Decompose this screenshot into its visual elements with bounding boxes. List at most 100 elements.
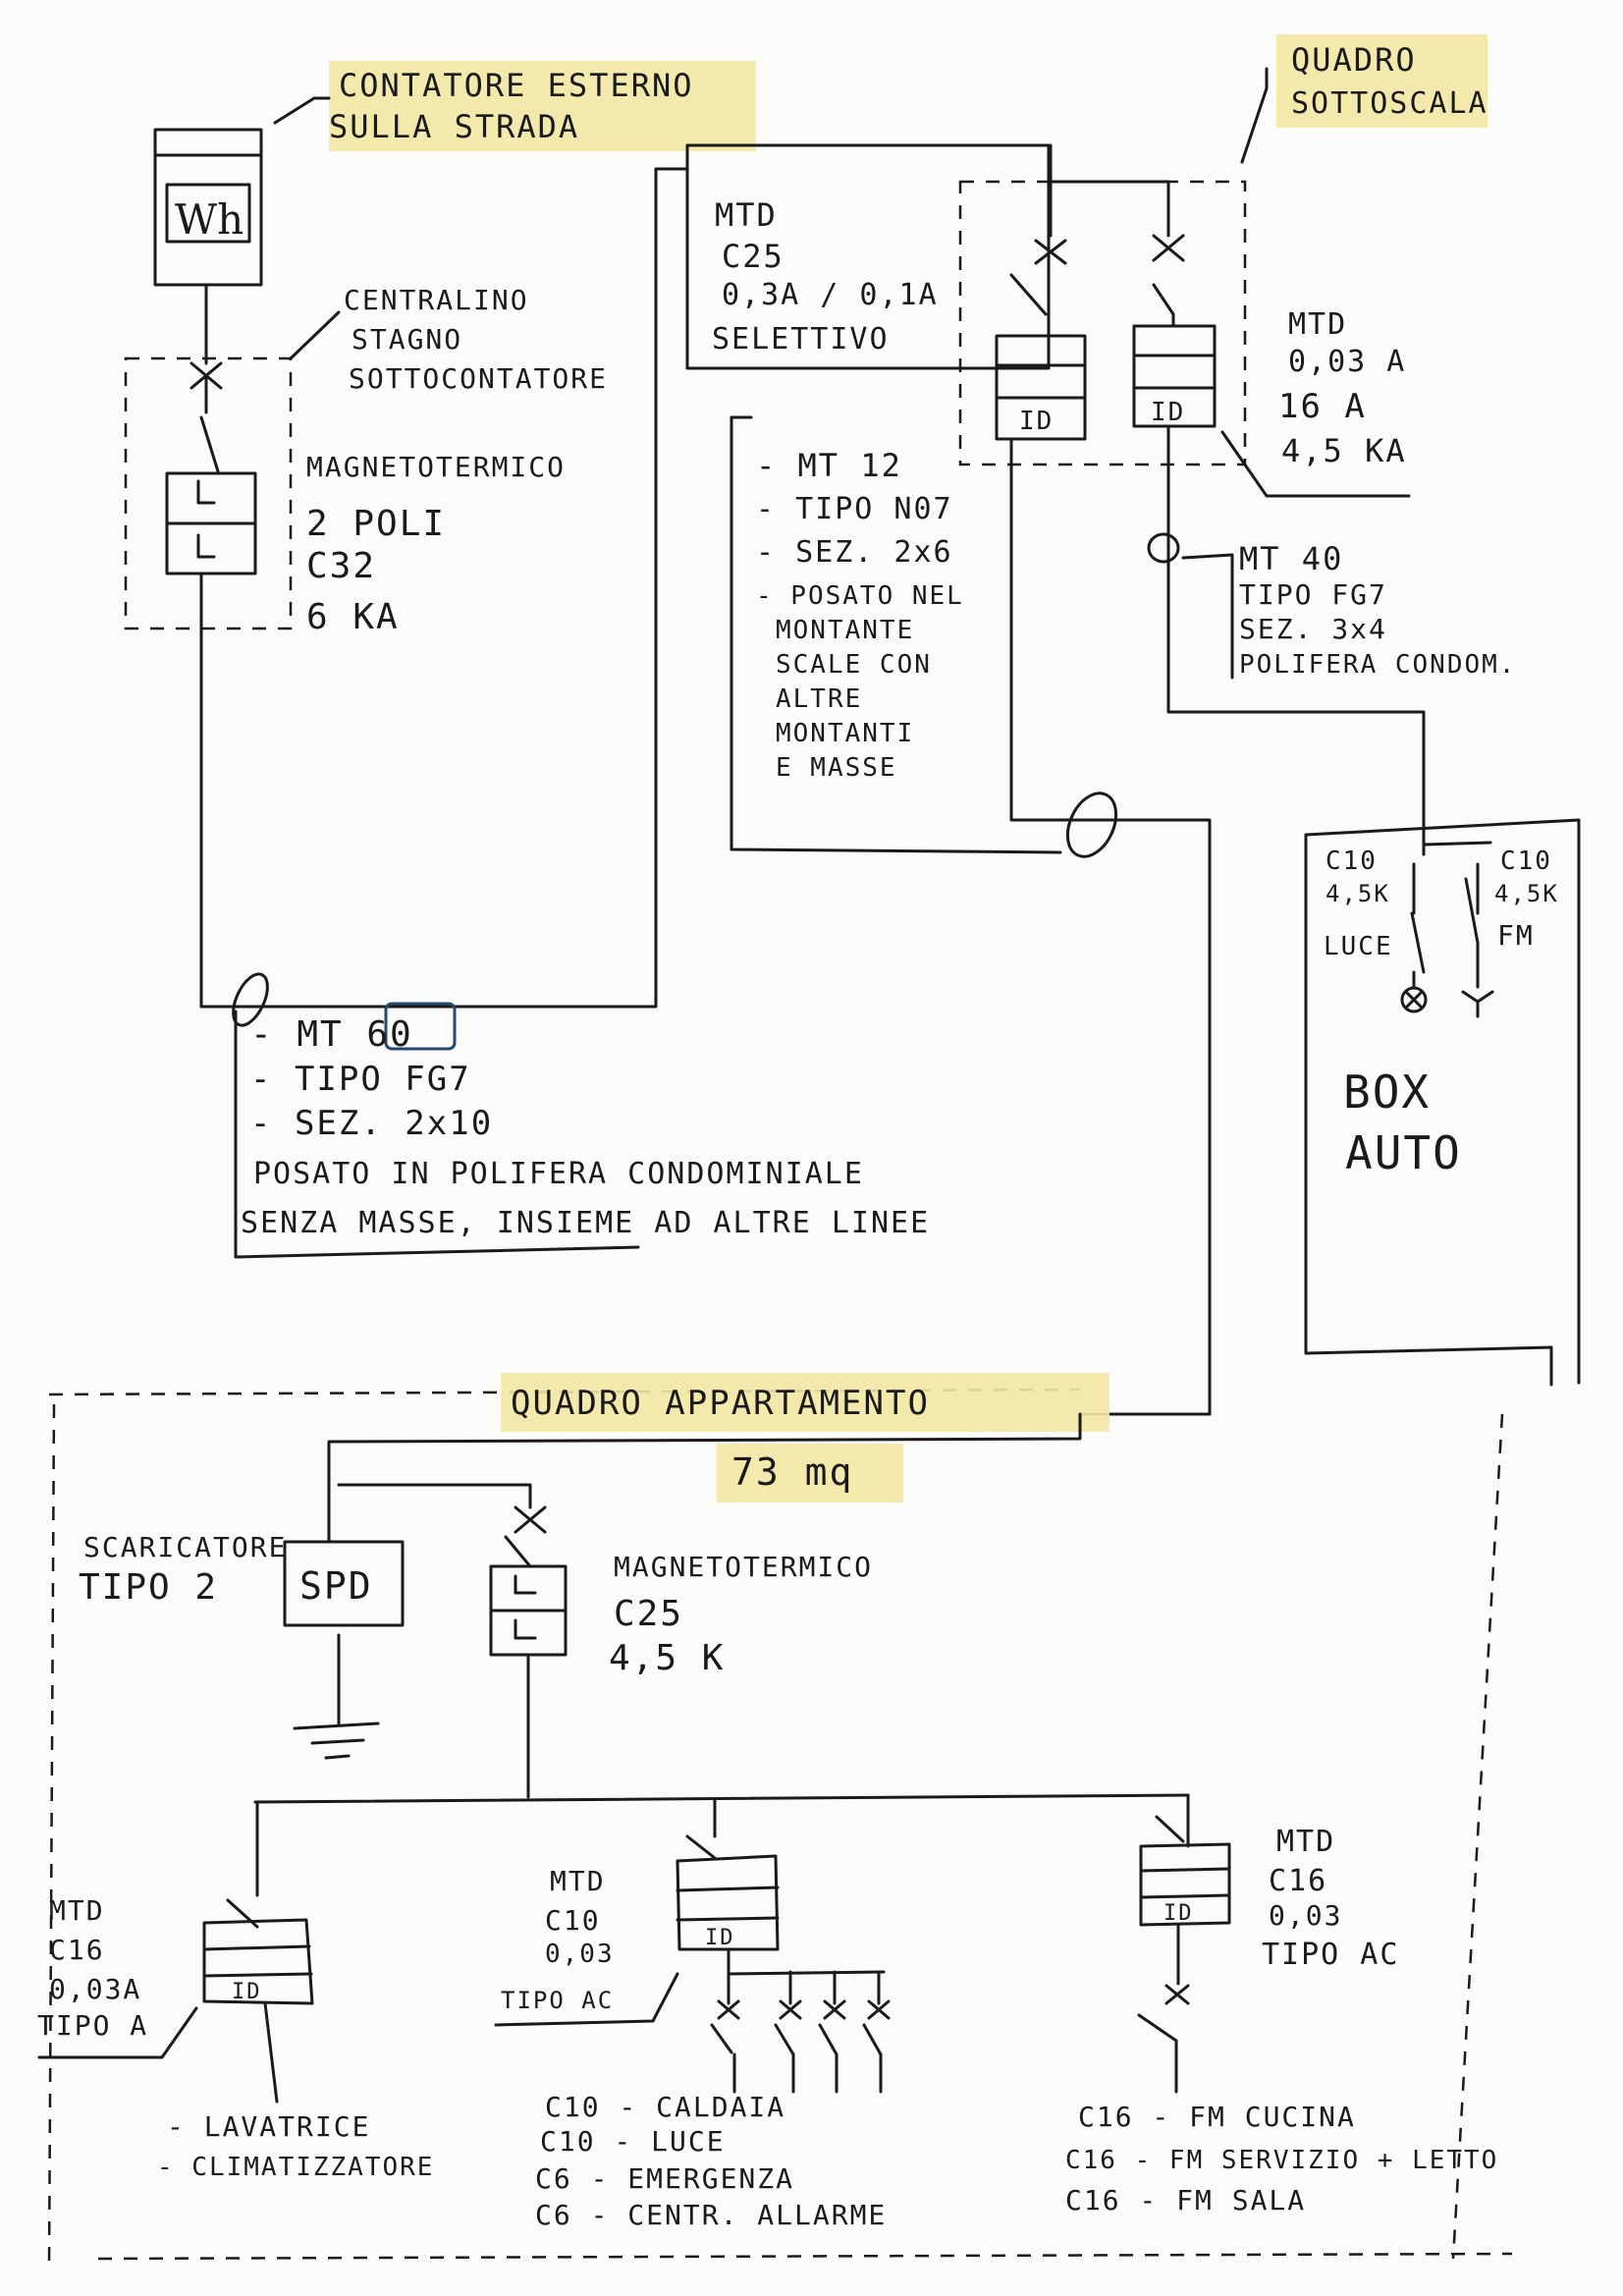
- breaker-label-1: MAGNETOTERMICO: [306, 451, 566, 483]
- branch3-rcd-label-3: 0,03: [1269, 1899, 1342, 1932]
- line12-2: - TIPO N07: [756, 492, 953, 526]
- branch3-rcd-label-2: C16: [1269, 1864, 1327, 1898]
- busbar: [253, 1793, 1190, 1804]
- breaker-label-2: 2 POLI: [306, 504, 446, 544]
- branch2-load-1: C10 - CALDAIA: [545, 2091, 785, 2123]
- meter-display: [165, 183, 251, 244]
- line-12-notes: - MT 12 - TIPO N07 - SEZ. 2x6 - POSATO N…: [730, 415, 1062, 854]
- box-rcd: [1132, 324, 1217, 428]
- main-rcd-label-2: C25: [722, 238, 784, 275]
- branch-1: ID MTD C16 0,03A TIPO A - LAVATRICE - CL…: [37, 1894, 434, 2182]
- cable-mt12: [1009, 437, 1212, 1416]
- main-rcd-id: ID: [1019, 407, 1054, 436]
- line12-6: SCALE CON: [776, 650, 932, 680]
- line12-3: - SEZ. 2x6: [756, 535, 953, 570]
- rcd2-contact: [1152, 283, 1175, 316]
- apartment-area-highlight: [717, 1444, 903, 1503]
- box-rcd-id: ID: [1151, 398, 1185, 427]
- branch3-rcd-label-1: MTD: [1276, 1825, 1335, 1859]
- line40-1: MT 40: [1239, 540, 1343, 577]
- main-rcd-label-4: SELETTIVO: [712, 322, 890, 356]
- branch2-load-4: C6 - CENTR. ALLARME: [535, 2199, 887, 2231]
- box-rcd-label-4: 4,5 KA: [1281, 432, 1407, 469]
- stair-panel-section: QUADRO SOTTOSCALA MTD C25 0,3A / 0,1A SE…: [685, 34, 1488, 498]
- main-rcd-label-3: 0,3A / 0,1A: [722, 278, 939, 312]
- stair-panel-title-1: QUADRO: [1291, 41, 1417, 79]
- branch3-disconnect: [1164, 1984, 1190, 2005]
- branch-2: ID MTD C10 0,03 TIPO AC C10 - CALDAIA C1…: [494, 1834, 891, 2231]
- branch2-load-2: C10 - LUCE: [540, 2125, 726, 2158]
- branch2-load-3: C6 - EMERGENZA: [535, 2162, 794, 2195]
- meter-box-label-1: CENTRALINO: [344, 284, 529, 316]
- branch2-rcd-label-2: C10: [545, 1904, 601, 1937]
- branch3-rcd-id: ID: [1163, 1901, 1194, 1926]
- line12-5: MONTANTE: [776, 616, 914, 645]
- meter-box-label-3: SOTTOCONTATORE: [349, 362, 608, 395]
- branch-3: ID MTD C16 0,03 TIPO AC C16 - FM CUCINA …: [1065, 1815, 1496, 2216]
- line-40-notes: MT 40 TIPO FG7 SEZ. 3x4 POLIFERA CONDOM.: [1181, 540, 1516, 680]
- cable-mark: [232, 972, 269, 1027]
- branch1-rcd-label-4: TIPO A: [37, 2009, 148, 2042]
- box-breaker1-load: LUCE: [1324, 932, 1393, 961]
- spd-symbol: SPD: [299, 1564, 373, 1608]
- branch2-rcd-label-1: MTD: [550, 1865, 606, 1897]
- breaker-label-3: C32: [306, 546, 376, 586]
- box-rcd-label-2: 0,03 A: [1288, 345, 1406, 379]
- main-breaker-contact: [504, 1535, 532, 1568]
- ground-icon: [293, 1722, 380, 1760]
- main-breaker-label-2: C25: [614, 1594, 683, 1634]
- line-60-notes: - MT 60 - TIPO FG7 - SEZ. 2x10 POSATO IN…: [234, 1002, 928, 1259]
- meter-pointer: [273, 96, 331, 125]
- meter-label-2: SULLA STRADA: [329, 108, 579, 145]
- line12-7: ALTRE: [776, 684, 862, 714]
- line40-3: SEZ. 3x4: [1239, 613, 1387, 645]
- main-disconnect: [514, 1505, 547, 1534]
- box-rcd-label-1: MTD: [1288, 307, 1347, 342]
- box-auto-section: C10 4,5K LUCE C10 4,5K FM BOX AUTO: [1304, 818, 1581, 1387]
- line60-section: - SEZ. 2x10: [250, 1104, 493, 1143]
- line40-2: TIPO FG7: [1239, 578, 1387, 611]
- apartment-title: QUADRO APPARTAMENTO: [511, 1384, 930, 1423]
- meter-box-pointer: [289, 310, 341, 360]
- apartment-title-highlight: [501, 1373, 1109, 1432]
- cable-mark-40: [1147, 532, 1180, 564]
- meter-section: CONTATORE ESTERNO SULLA STRADA Wh: [153, 61, 756, 287]
- line12-1: - MT 12: [756, 447, 902, 484]
- box-breaker1-rating: C10: [1325, 847, 1378, 876]
- meter-box-enclosure: [124, 356, 293, 630]
- cable-mt40: [1166, 424, 1426, 856]
- box-breaker1-ka: 4,5K: [1325, 880, 1390, 907]
- branch3-load-1: C16 - FM CUCINA: [1078, 2101, 1356, 2133]
- rcd2-disconnect: [1152, 234, 1185, 262]
- branch1-load-1: - LAVATRICE: [167, 2110, 370, 2143]
- meter-box-label-2: STAGNO: [352, 323, 462, 355]
- main-rcd: [995, 334, 1087, 441]
- box-breaker2-load: FM: [1497, 919, 1535, 952]
- line40-4: POLIFERA CONDOM.: [1239, 650, 1516, 680]
- apartment-feed: [327, 1412, 1082, 1544]
- branch1-rcd-label-3: 0,03A: [49, 1973, 141, 2005]
- rcd1-contact: [1009, 273, 1048, 316]
- main-breaker-label-1: MAGNETOTERMICO: [614, 1551, 873, 1583]
- meter-box-section: CENTRALINO STAGNO SOTTOCONTATORE MAGNETO…: [124, 283, 608, 1009]
- box-breaker2-rating: C10: [1500, 847, 1552, 876]
- cable-mt60: [199, 167, 689, 1009]
- main-breaker-label-3: 4,5 K: [609, 1638, 725, 1678]
- branch1-rcd-id: ID: [232, 1980, 262, 2004]
- meter-highlight: [329, 61, 756, 151]
- branch1-load-2: - CLIMATIZZATORE: [157, 2153, 434, 2182]
- branch1-rcd-label-1: MTD: [49, 1894, 105, 1927]
- stair-panel-title-2: SOTTOSCALA: [1291, 86, 1488, 121]
- branch3-load-3: C16 - FM SALA: [1065, 2184, 1306, 2216]
- spd-label-1: SCARICATORE: [83, 1531, 287, 1563]
- line60-length: - MT 60: [250, 1014, 413, 1055]
- box-title-2: AUTO: [1345, 1126, 1462, 1179]
- spd-label-2: TIPO 2: [79, 1567, 218, 1608]
- line12-9: E MASSE: [776, 753, 897, 783]
- meter-symbol: Wh: [175, 195, 243, 244]
- cable-mark-12: [1065, 792, 1118, 858]
- main-rcd-label-box: [685, 143, 1051, 370]
- box-breaker2-ka: 4,5K: [1494, 880, 1559, 907]
- apartment-area: 73 mq: [731, 1450, 853, 1494]
